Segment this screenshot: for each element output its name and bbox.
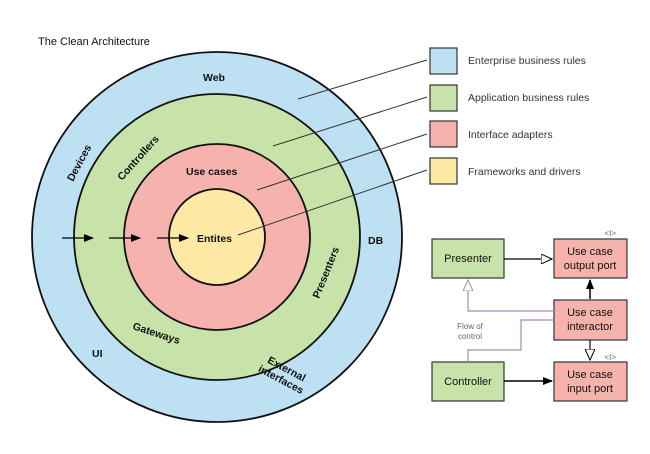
legend-pointer-3 <box>256 133 428 191</box>
legend-label-frameworks: Frameworks and drivers <box>468 166 581 178</box>
label-web: Web <box>203 72 225 84</box>
presenter-box <box>431 238 505 279</box>
label-entities: Entites <box>197 233 232 245</box>
legend-label-interface: Interface adapters <box>468 129 553 141</box>
legend-label-application: Application business rules <box>468 92 589 104</box>
interactor-line2: interactor <box>567 321 613 333</box>
output-port-box <box>553 238 628 279</box>
ring-entities <box>168 188 266 286</box>
flow-path-interactor-to-presenter <box>468 280 554 312</box>
legend-pointer-1 <box>297 59 428 100</box>
controller-label: Controller <box>444 376 492 388</box>
flow-label-line1: Flow of <box>457 322 484 331</box>
legend-swatch-interface <box>429 120 458 148</box>
legend-pointer-2 <box>272 96 428 147</box>
controller-box <box>431 361 505 402</box>
input-port-line2: input port <box>567 383 613 395</box>
interactor-line1: Use case <box>567 307 613 319</box>
label-ui: UI <box>92 348 103 360</box>
diagram-title: The Clean Architecture <box>38 36 150 48</box>
legend-swatch-application <box>429 84 458 112</box>
input-port-interface-tag: <I> <box>604 353 616 362</box>
legend-pointer-4 <box>237 169 428 236</box>
presenter-label: Presenter <box>444 253 492 265</box>
output-port-line1: Use case <box>567 246 613 258</box>
legend-swatch-frameworks <box>429 157 458 185</box>
flow-of-control-diagram: Presenter <I> Use case output port Use c… <box>431 229 628 402</box>
input-port-box <box>553 361 628 402</box>
interactor-box <box>553 299 628 341</box>
input-port-line1: Use case <box>567 369 613 381</box>
legend: Enterprise business rules Application bu… <box>429 47 589 185</box>
output-port-line2: output port <box>564 260 617 272</box>
legend-label-enterprise: Enterprise business rules <box>468 55 586 67</box>
legend-swatch-enterprise <box>429 47 458 75</box>
label-db: DB <box>368 235 384 247</box>
flow-label-line2: control <box>458 332 482 341</box>
output-port-interface-tag: <I> <box>604 229 616 238</box>
flow-path-controller-to-interactor <box>467 319 554 362</box>
label-use-cases: Use cases <box>186 166 238 178</box>
